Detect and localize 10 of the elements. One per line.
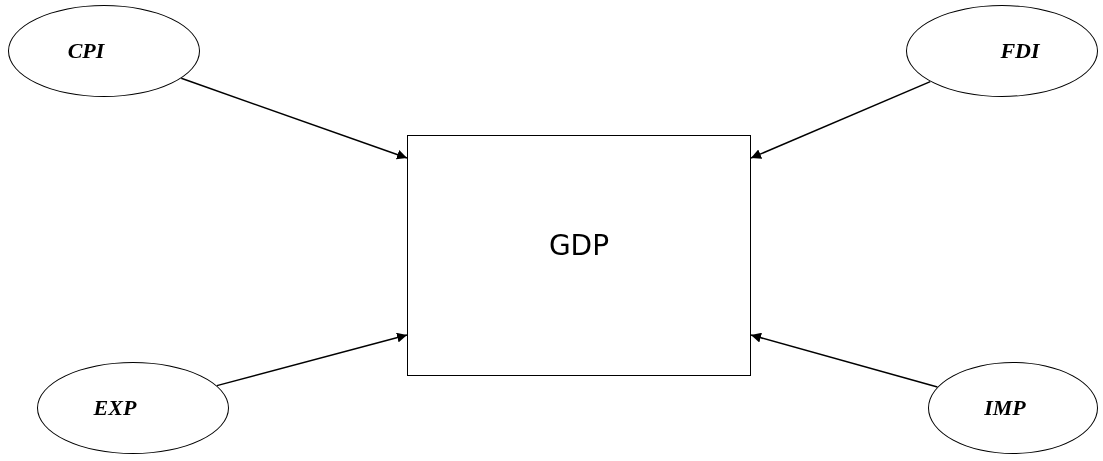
variable-box (407, 135, 751, 376)
node-label: EXP (93, 395, 137, 421)
node-label: IMP (984, 395, 1026, 421)
arrow (750, 332, 939, 388)
arrow (750, 80, 932, 159)
arrow (216, 332, 408, 387)
node-label: CPI (67, 38, 105, 64)
node-label: FDI (1000, 38, 1040, 64)
arrow (180, 77, 408, 160)
node-label: GDP (548, 229, 610, 262)
